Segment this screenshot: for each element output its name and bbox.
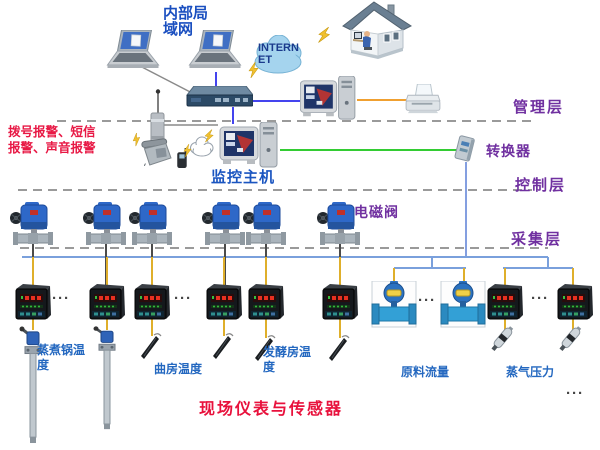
thermocouple-icon [92, 326, 122, 430]
converter-icon [453, 134, 477, 164]
house-icon [340, 1, 412, 59]
temp-controller-icon [555, 283, 595, 323]
laptop-icon [106, 30, 163, 72]
sensor-label-cooking-pot-temp: 蒸煮锅温度 [37, 343, 86, 372]
alarm-label: 拨号报警、短信报警、声音报警 [8, 125, 96, 155]
probe-icon [210, 332, 236, 362]
temp-controller-icon [485, 283, 525, 323]
solenoid-valve-icon [242, 201, 290, 247]
monitoring-host-pc-icon [218, 122, 282, 170]
sensor-label-raw-material-flow: 原料流量 [401, 365, 450, 379]
temp-controller-icon [204, 283, 244, 323]
solenoid-valve-label: 电磁阀 [354, 204, 399, 220]
flowmeter-icon [370, 281, 418, 331]
management-pc-icon [300, 76, 358, 122]
ellipsis: ··· [52, 290, 70, 307]
ellipsis: ··· [418, 292, 436, 309]
solenoid-valve-icon [9, 201, 57, 247]
flowmeter-icon [439, 281, 487, 331]
bottom-title: 现场仪表与传感器 [199, 401, 344, 418]
temp-controller-icon [132, 283, 172, 323]
network-switch-icon [185, 86, 253, 108]
ellipsis: ··· [174, 290, 192, 307]
solenoid-valve-icon [128, 201, 176, 247]
converter-label: 转换器 [486, 143, 531, 159]
solenoid-valve-icon [82, 201, 130, 247]
sensor-label-steam-pressure: 蒸气压力 [506, 365, 555, 379]
layer-label-control: 控制层 [515, 177, 567, 194]
pressure-transmitter-icon [556, 324, 584, 354]
ellipsis: ··· [531, 290, 549, 307]
probe-icon [326, 334, 352, 364]
telephone-icon [140, 138, 172, 166]
pressure-transmitter-icon [488, 324, 516, 354]
internet-label: INTERNET [258, 42, 299, 66]
temp-controller-icon [87, 283, 127, 323]
temp-controller-icon [13, 283, 53, 323]
temp-controller-icon [246, 283, 286, 323]
temp-controller-icon [320, 283, 360, 323]
lan-label: 内部局域网 [163, 5, 209, 38]
sensor-label-fermentation-room-temp: 发酵房温度 [263, 345, 312, 374]
lightning-icon [183, 144, 192, 157]
ellipsis: ··· [566, 385, 584, 402]
layer-label-acquisition: 采集层 [511, 231, 563, 248]
monitoring-host-label: 监控主机 [211, 169, 276, 186]
layer-label-management: 管理层 [513, 99, 565, 116]
probe-icon [138, 332, 164, 362]
sensor-label-qu-room-temp: 曲房温度 [154, 362, 203, 376]
printer-icon [404, 84, 442, 115]
